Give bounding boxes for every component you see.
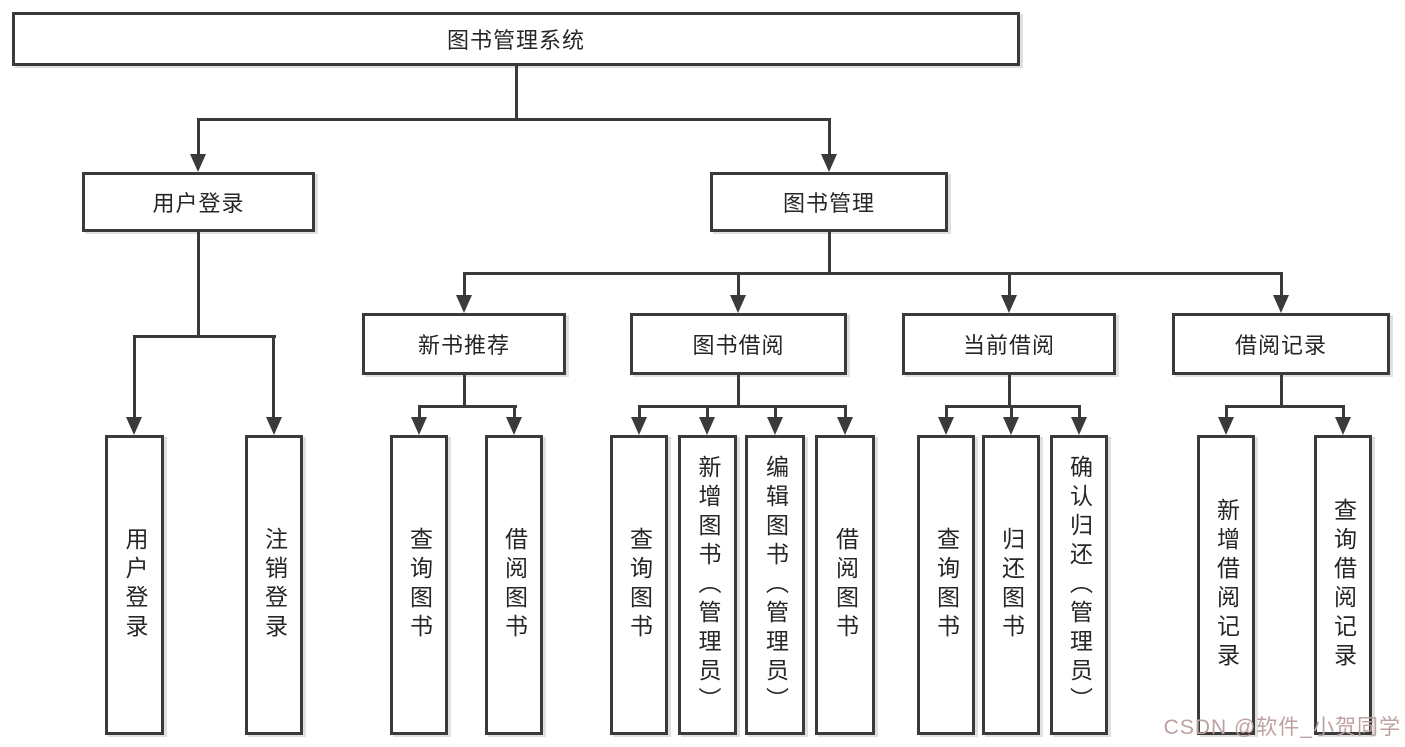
group-box-borrowing-records: 借阅记录 — [1172, 313, 1390, 375]
branch-box-user-login: 用户登录 — [82, 172, 315, 232]
leaf-box-label: 查询借阅记录 — [1330, 498, 1357, 672]
connector-stub — [463, 272, 466, 295]
leaf-box-query-books-2: 查询图书 — [610, 435, 668, 735]
connector-stub — [133, 335, 136, 417]
connector-stub — [197, 118, 200, 154]
group-box-current-borrowing: 当前借阅 — [902, 313, 1116, 375]
leaf-box-label: 查询图书 — [406, 527, 433, 643]
connector-stub — [1225, 405, 1228, 417]
group-box-label: 当前借阅 — [962, 333, 1055, 358]
leaf-box-borrow-books-2: 借阅图书 — [815, 435, 875, 735]
connector-hline — [638, 405, 847, 408]
down-arrow-icon — [266, 417, 282, 435]
connector-vline — [463, 375, 466, 405]
down-arrow-icon — [456, 295, 472, 313]
leaf-box-borrow-books-1: 借阅图书 — [485, 435, 543, 735]
connector-stub — [844, 405, 847, 417]
down-arrow-icon — [821, 154, 837, 172]
csdn-watermark: CSDN @软件_小贺同学 — [1163, 716, 1401, 739]
down-arrow-icon — [190, 154, 206, 172]
connector-stub — [1008, 272, 1011, 295]
connector-vline — [197, 232, 200, 335]
group-box-new-book-recommend: 新书推荐 — [362, 313, 566, 375]
connector-vline — [1008, 375, 1011, 405]
branch-box-label: 图书管理 — [782, 191, 875, 216]
leaf-box-label: 查询图书 — [626, 527, 653, 643]
group-box-label: 图书借阅 — [692, 333, 785, 358]
leaf-box-label: 注销登录 — [261, 527, 288, 643]
root-box-label: 图书管理系统 — [446, 28, 585, 53]
down-arrow-icon — [1071, 417, 1087, 435]
connector-vline — [737, 375, 740, 405]
leaf-box-logout: 注销登录 — [245, 435, 303, 735]
leaf-box-edit-books-admin: 编辑图书（管理员） — [745, 435, 805, 735]
connector-stub — [737, 272, 740, 295]
down-arrow-icon — [1273, 295, 1289, 313]
branch-box-book-management: 图书管理 — [710, 172, 948, 232]
down-arrow-icon — [1218, 417, 1234, 435]
group-box-label: 新书推荐 — [417, 333, 510, 358]
connector-stub — [1010, 405, 1013, 417]
leaf-box-label: 查询图书 — [933, 527, 960, 643]
leaf-box-user-login: 用户登录 — [105, 435, 164, 735]
connector-vline — [828, 232, 831, 272]
leaf-box-label: 新增图书（管理员） — [695, 454, 721, 716]
connector-hline — [133, 335, 276, 338]
connector-hline — [945, 405, 1081, 408]
down-arrow-icon — [837, 417, 853, 435]
connector-hline — [418, 405, 517, 408]
leaf-box-return-books: 归还图书 — [982, 435, 1040, 735]
down-arrow-icon — [938, 417, 954, 435]
connector-stub — [774, 405, 777, 417]
connector-vline — [515, 66, 518, 118]
connector-stub — [272, 335, 275, 417]
leaf-box-add-books-admin: 新增图书（管理员） — [678, 435, 737, 735]
leaf-box-add-borrow-record: 新增借阅记录 — [1197, 435, 1255, 735]
leaf-box-query-books-1: 查询图书 — [390, 435, 448, 735]
group-box-label: 借阅记录 — [1234, 333, 1327, 358]
leaf-box-label: 编辑图书（管理员） — [762, 454, 789, 716]
down-arrow-icon — [1001, 295, 1017, 313]
connector-hline — [1225, 405, 1345, 408]
down-arrow-icon — [506, 417, 522, 435]
leaf-box-confirm-return-admin: 确认归还（管理员） — [1050, 435, 1108, 735]
leaf-box-label: 借阅图书 — [832, 527, 859, 643]
branch-box-label: 用户登录 — [152, 191, 245, 216]
down-arrow-icon — [699, 417, 715, 435]
connector-stub — [828, 118, 831, 154]
leaf-box-label: 归还图书 — [998, 527, 1025, 643]
down-arrow-icon — [631, 417, 647, 435]
leaf-box-label: 确认归还（管理员） — [1066, 454, 1093, 716]
connector-vline — [1280, 375, 1283, 405]
down-arrow-icon — [767, 417, 783, 435]
connector-stub — [418, 405, 421, 417]
leaf-box-label: 新增借阅记录 — [1213, 498, 1240, 672]
leaf-box-label: 用户登录 — [122, 527, 148, 643]
connector-stub — [945, 405, 948, 417]
connector-stub — [1342, 405, 1345, 417]
connector-stub — [638, 405, 641, 417]
connector-stub — [1078, 405, 1081, 417]
root-box-library-system: 图书管理系统 — [12, 12, 1020, 66]
leaf-box-query-books-3: 查询图书 — [917, 435, 975, 735]
down-arrow-icon — [730, 295, 746, 313]
connector-stub — [706, 405, 709, 417]
down-arrow-icon — [1335, 417, 1351, 435]
connector-hline — [463, 272, 1283, 275]
down-arrow-icon — [411, 417, 427, 435]
group-box-book-borrowing: 图书借阅 — [630, 313, 847, 375]
leaf-box-query-borrow-record: 查询借阅记录 — [1314, 435, 1372, 735]
leaf-box-label: 借阅图书 — [501, 527, 528, 643]
down-arrow-icon — [1003, 417, 1019, 435]
connector-stub — [1280, 272, 1283, 295]
down-arrow-icon — [126, 417, 142, 435]
connector-stub — [513, 405, 516, 417]
connector-hline — [197, 118, 831, 121]
